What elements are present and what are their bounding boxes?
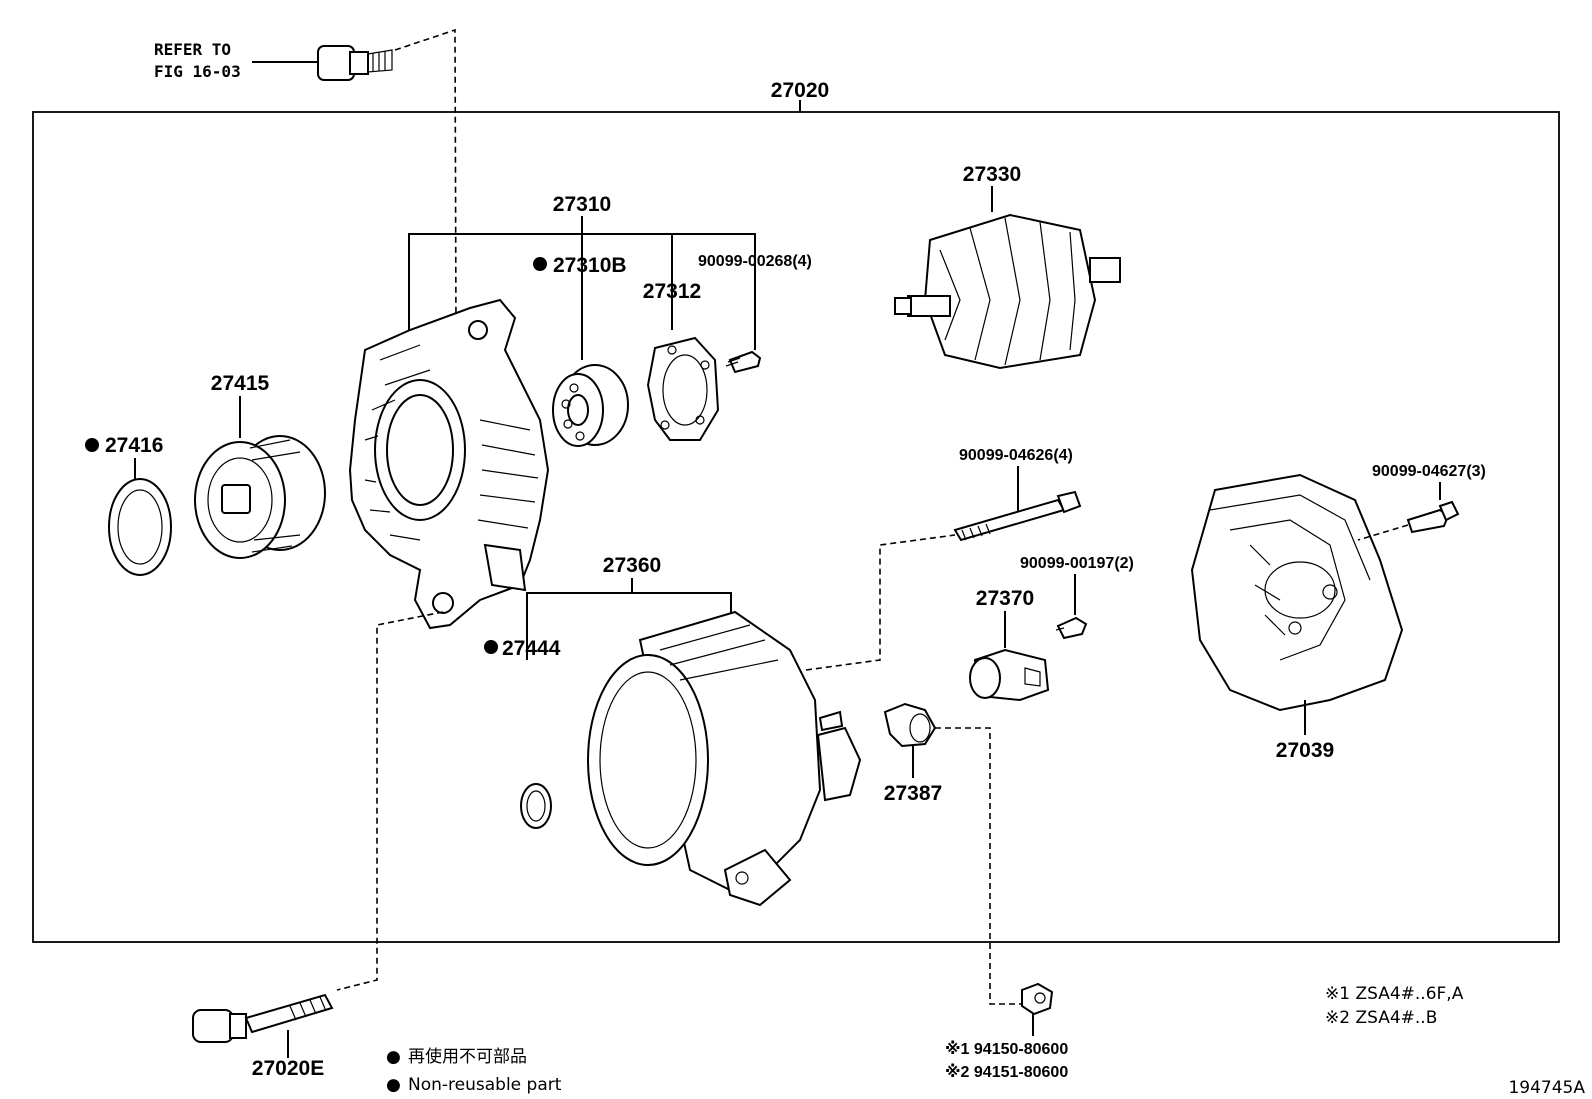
label-90099-00268[interactable]: 90099-00268(4) — [698, 253, 812, 270]
nut-label-1[interactable]: ※1 94150-80600 — [945, 1040, 1068, 1058]
model-note-2: ※2 ZSA4#..B — [1325, 1008, 1437, 1028]
assembly-frame — [32, 111, 1560, 943]
bearing-icon — [552, 364, 629, 447]
cap-icon — [883, 702, 937, 748]
small-screw-icon — [725, 350, 762, 374]
label-27370[interactable]: 27370 — [976, 587, 1034, 610]
label-27330[interactable]: 27330 — [963, 163, 1021, 186]
pulley-icon — [194, 435, 326, 559]
label-27020[interactable]: 27020 — [771, 79, 829, 102]
label-27310[interactable]: 27310 — [553, 193, 611, 216]
refer-line1[interactable]: REFER TO — [154, 40, 231, 59]
label-27020E[interactable]: 27020E — [252, 1057, 324, 1080]
label-90099-00197[interactable]: 90099-00197(2) — [1020, 555, 1134, 572]
through-bolt-icon — [953, 490, 1082, 542]
legend-marker-jp: ● — [386, 1047, 401, 1067]
washer-icon — [108, 478, 172, 576]
regulator-icon — [969, 648, 1050, 702]
retainer-plate-icon — [646, 336, 720, 441]
nonreusable-marker-27310B — [533, 257, 547, 271]
drive-end-frame-icon — [348, 298, 550, 630]
label-27310B[interactable]: 27310B — [553, 254, 627, 277]
label-27416[interactable]: 27416 — [105, 434, 163, 457]
nonreusable-marker-27416 — [85, 438, 99, 452]
label-90099-04627[interactable]: 90099-04627(3) — [1372, 463, 1486, 480]
figure-id: 194745A — [1508, 1078, 1585, 1098]
label-90099-04626[interactable]: 90099-04626(4) — [959, 447, 1073, 464]
rotor-icon — [894, 213, 1121, 370]
screw-icon — [1055, 616, 1088, 640]
label-27312[interactable]: 27312 — [643, 280, 701, 303]
refer-bolt-icon — [317, 45, 393, 81]
rear-cover-icon — [1190, 473, 1404, 712]
label-27444[interactable]: 27444 — [502, 637, 561, 660]
nut-icon — [1021, 982, 1054, 1016]
label-27387[interactable]: 27387 — [884, 782, 942, 805]
legend-en: Non-reusable part — [408, 1075, 562, 1095]
nut-label-2[interactable]: ※2 94151-80600 — [945, 1063, 1068, 1081]
legend-jp: 再使用不可部品 — [408, 1046, 527, 1067]
label-27039[interactable]: 27039 — [1276, 739, 1334, 762]
label-27360[interactable]: 27360 — [603, 554, 661, 577]
label-27415[interactable]: 27415 — [211, 372, 270, 395]
stator-icon — [587, 610, 862, 907]
frame-bolt-icon — [192, 993, 334, 1043]
model-note-1: ※1 ZSA4#..6F,A — [1325, 984, 1464, 1004]
legend-marker-en: ● — [386, 1075, 401, 1095]
o-ring-icon — [520, 783, 552, 829]
cover-screw-icon — [1406, 500, 1460, 534]
refer-line2[interactable]: FIG 16-03 — [154, 62, 241, 81]
nonreusable-marker-27444 — [484, 640, 498, 654]
